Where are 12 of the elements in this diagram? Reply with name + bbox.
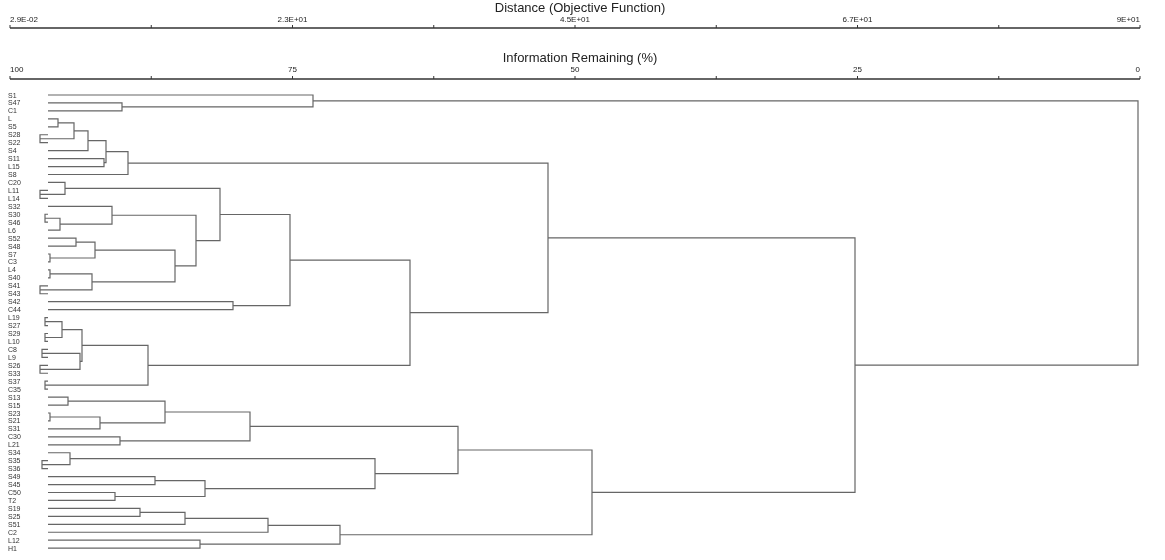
tick-label: 9E+01: [1116, 16, 1140, 24]
axis-title: Information Remaining (%): [502, 51, 658, 64]
tick-label: 25: [853, 66, 862, 74]
tick-label: 6.7E+01: [842, 16, 873, 24]
tick-label: 4.5E+01: [560, 16, 590, 24]
tick-label: 50: [570, 66, 580, 74]
tick-label: 0: [1135, 66, 1140, 74]
tick-label: 2.9E-02: [10, 16, 39, 24]
axis-title: Distance (Objective Function): [494, 1, 666, 14]
tick-label: 100: [10, 66, 24, 74]
tick-label: 75: [288, 66, 297, 74]
tick-label: 2.3E+01: [277, 16, 308, 24]
